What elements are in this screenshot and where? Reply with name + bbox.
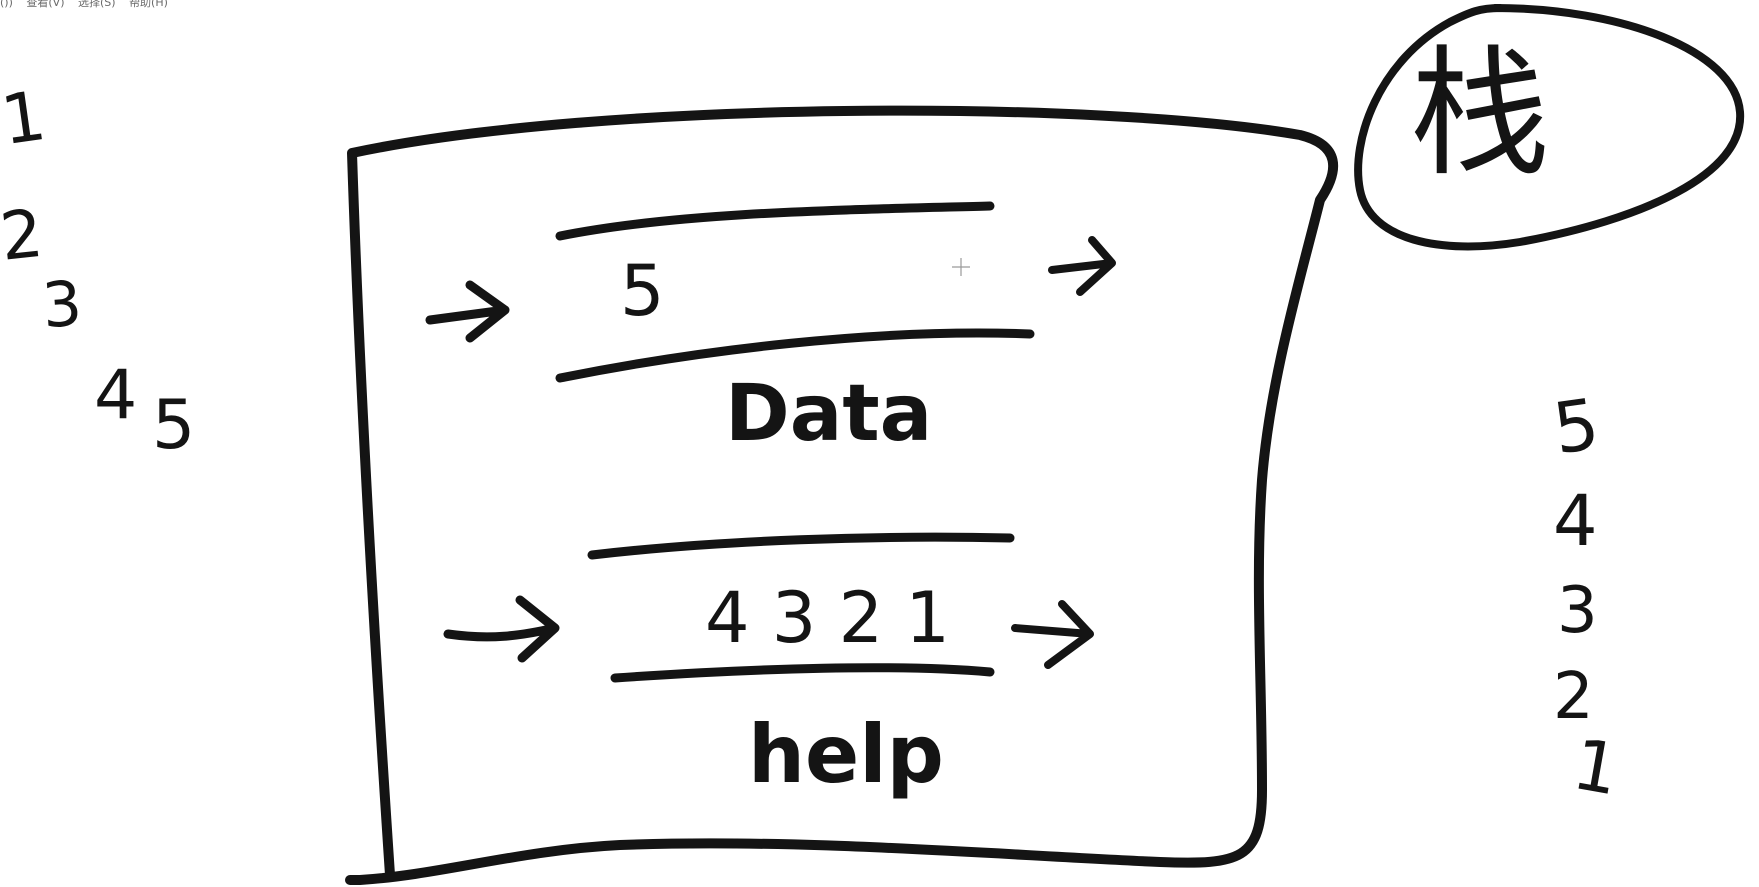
menu-item[interactable]: ())	[0, 0, 13, 9]
left-seq-4: 4	[94, 356, 137, 435]
right-seq-2: 2	[1553, 660, 1594, 734]
menu-item-view[interactable]: 查看(V)	[26, 0, 65, 9]
container-box	[345, 105, 1338, 885]
top-queue-in-arrow	[425, 280, 510, 343]
left-sequence: 1 2 3 4 5	[0, 77, 195, 465]
bottom-queue-lower-line	[610, 663, 995, 683]
crosshair-cursor-icon	[952, 258, 970, 276]
menu-bar: ()) 查看(V) 选择(S) 帮助(H)	[0, 0, 260, 9]
top-queue-label: Data	[725, 369, 932, 459]
top-queue-value: 5	[620, 250, 665, 332]
right-seq-5: 5	[1548, 383, 1604, 470]
left-seq-1: 1	[0, 77, 50, 161]
left-seq-2: 2	[0, 195, 46, 276]
circled-title: 栈	[1354, 4, 1745, 251]
bottom-queue-in-arrow	[443, 595, 560, 663]
bottom-queue-upper-line	[587, 532, 1015, 560]
right-seq-1: 1	[1567, 723, 1625, 811]
right-sequence: 5 4 3 2 1	[1548, 383, 1625, 812]
top-queue-lower-line	[555, 328, 1035, 383]
left-seq-3: 3	[40, 267, 84, 343]
menu-item-select[interactable]: 选择(S)	[77, 0, 116, 9]
bottom-queue-value: 4 3 2 1	[705, 577, 950, 659]
bottom-queue: 4 3 2 1 help	[443, 532, 1094, 801]
bottom-queue-out-arrow	[1011, 600, 1094, 669]
right-seq-3: 3	[1557, 574, 1598, 648]
right-seq-4: 4	[1553, 480, 1598, 562]
title-text: 栈	[1410, 33, 1550, 196]
menu-item-help[interactable]: 帮助(H)	[129, 0, 168, 9]
top-queue-upper-line	[555, 201, 995, 241]
top-queue: 5 Data	[425, 201, 1116, 459]
top-queue-out-arrow	[1048, 236, 1116, 296]
bottom-queue-label: help	[748, 708, 944, 801]
left-seq-5: 5	[152, 386, 195, 465]
title-circle	[1354, 4, 1745, 251]
